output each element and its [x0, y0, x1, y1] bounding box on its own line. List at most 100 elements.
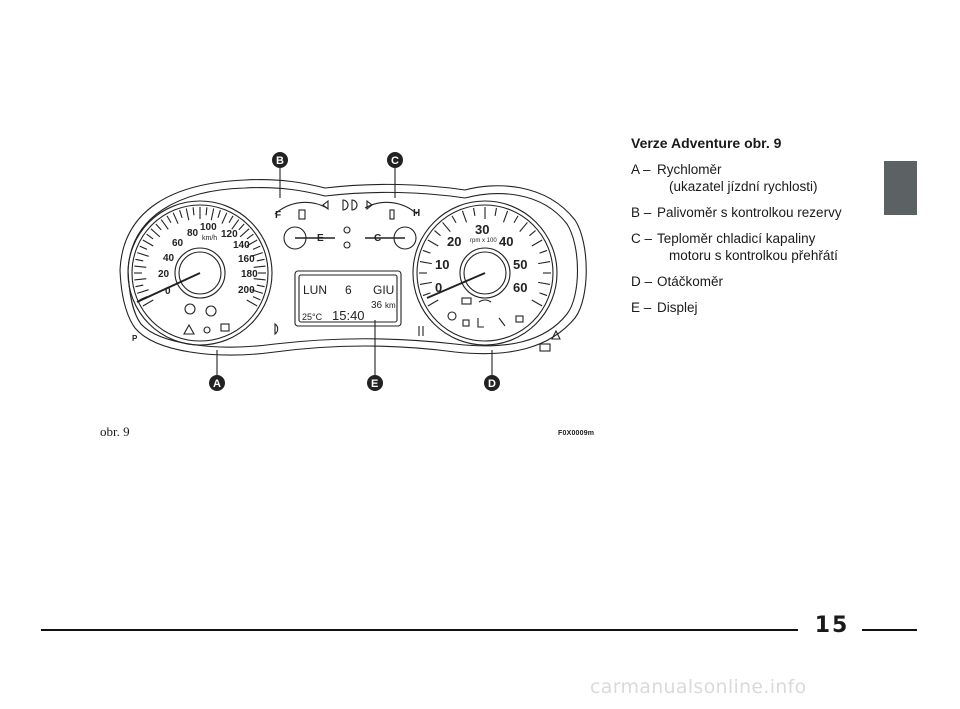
- dial-tick: [137, 289, 149, 294]
- figure-caption: obr. 9: [100, 424, 130, 439]
- legend-item-c: C – Teploměr chladicí kapaliny motoru s …: [631, 230, 881, 264]
- legend-text: Displej: [657, 300, 698, 315]
- section-title: Verze Adventure obr. 9: [631, 135, 782, 151]
- dial-tick: [461, 210, 468, 223]
- hazard-warning-icon: [183, 323, 195, 335]
- legend-key: E –: [631, 300, 652, 315]
- dial-tick: [442, 222, 451, 232]
- legend-section: Verze Adventure obr. 9 A – Rychloměr (uk…: [631, 135, 881, 325]
- svg-text:E: E: [371, 378, 378, 390]
- dial-tick: [205, 207, 208, 216]
- dial-tick: [427, 239, 439, 247]
- dial-tick: [529, 230, 536, 237]
- fuel-pump-icon: [298, 209, 306, 220]
- dial-tick: [531, 299, 543, 307]
- legend-item-a: A – Rychloměr (ukazatel jízdní rychlosti…: [631, 161, 881, 195]
- brake-warning-icon: [205, 305, 217, 317]
- tachometer-dial: [412, 200, 558, 346]
- rear-fog-icon: [274, 322, 279, 336]
- dial-tick: [134, 278, 147, 281]
- dial-tick: [539, 292, 548, 297]
- high-beam-icon: [342, 199, 349, 211]
- dial-tick: [221, 212, 228, 224]
- fuel-empty-label: E: [317, 233, 324, 244]
- dial-tick: [142, 299, 154, 307]
- legend-key: C –: [631, 231, 653, 246]
- dial-tick: [135, 284, 144, 288]
- callout-b: B: [272, 152, 288, 168]
- airbag-icon: [498, 317, 506, 327]
- dial-tick: [252, 245, 261, 250]
- dial-tick: [246, 233, 254, 240]
- abs-warning-icon: [184, 303, 196, 315]
- dial-tick: [472, 207, 476, 216]
- tachometer-needle: [426, 272, 486, 299]
- rpm-label-10: 10: [435, 257, 449, 272]
- display-day: LUN: [303, 283, 327, 297]
- speed-label-80: 80: [187, 228, 199, 239]
- dial-tick: [538, 281, 551, 286]
- callout-d: D: [484, 375, 500, 391]
- service-icon: [515, 315, 524, 323]
- dial-tick: [531, 239, 543, 247]
- dial-tick: [155, 223, 162, 231]
- dial-tick: [422, 292, 431, 297]
- glow-plug-icon: [462, 319, 470, 327]
- speedometer-needle: [136, 272, 201, 303]
- legend-item-d: D – Otáčkoměr: [631, 273, 881, 290]
- svg-text:D: D: [488, 378, 496, 390]
- callout-e: E: [367, 375, 383, 391]
- speed-label-180: 180: [241, 269, 258, 280]
- dial-tick: [427, 299, 439, 307]
- chapter-tab: [884, 161, 917, 215]
- legend-item-b: B – Palivoměr s kontrolkou rezervy: [631, 204, 881, 221]
- engine-icon: [447, 311, 457, 321]
- legend-key: A –: [631, 162, 651, 177]
- heated-window-icon: [539, 343, 551, 352]
- dial-tick: [146, 233, 154, 240]
- tpms-icon: [551, 329, 561, 340]
- dial-tick: [172, 212, 179, 224]
- footer-rule-right: [862, 629, 917, 631]
- legend-text: motoru s kontrolkou přehřátí: [669, 248, 838, 263]
- dial-tick: [150, 228, 161, 238]
- dial-tick: [256, 258, 265, 262]
- dial-tick: [539, 249, 548, 254]
- speed-label-60: 60: [172, 238, 184, 249]
- rpm-label-50: 50: [513, 257, 527, 272]
- dial-tick: [253, 278, 266, 281]
- display-trip: 36: [371, 300, 383, 311]
- dial-tick: [419, 281, 432, 286]
- dial-tick: [451, 215, 457, 224]
- display-month: GIU: [373, 283, 394, 297]
- speed-label-0: 0: [165, 286, 171, 297]
- dial-tick: [139, 245, 148, 250]
- watermark: carmanualsonline.info: [590, 676, 807, 698]
- legend-text: Otáčkoměr: [657, 274, 724, 289]
- sidelight-icon: [343, 241, 351, 249]
- figure-code: F0X0009m: [558, 430, 595, 437]
- rpm-label-20: 20: [447, 234, 461, 249]
- legend-text: Teploměr chladicí kapaliny: [657, 231, 816, 246]
- legend-text: (ukazatel jízdní rychlosti): [669, 179, 818, 194]
- dial-tick: [253, 265, 266, 268]
- rpm-label-30: 30: [475, 222, 489, 237]
- display-temperature: 25°C: [302, 312, 323, 322]
- turn-right-icon: [366, 199, 373, 211]
- dial-tick: [231, 219, 240, 230]
- speed-label-120: 120: [221, 229, 238, 240]
- dial-tick: [217, 210, 221, 219]
- oil-pressure-icon: [478, 299, 492, 303]
- battery-icon: [461, 297, 472, 305]
- temp-gauge-arc: [364, 201, 418, 215]
- speedometer-ticks: [134, 207, 266, 307]
- legend-key: D –: [631, 274, 653, 289]
- dial-tick: [142, 239, 154, 247]
- tachometer-unit: rpm x 100: [470, 238, 497, 244]
- speed-label-140: 140: [233, 240, 250, 251]
- dial-tick: [419, 260, 432, 265]
- dial-tick: [513, 215, 519, 224]
- speed-label-200: 200: [238, 285, 255, 296]
- dial-tick: [166, 215, 172, 224]
- speed-label-160: 160: [238, 254, 255, 265]
